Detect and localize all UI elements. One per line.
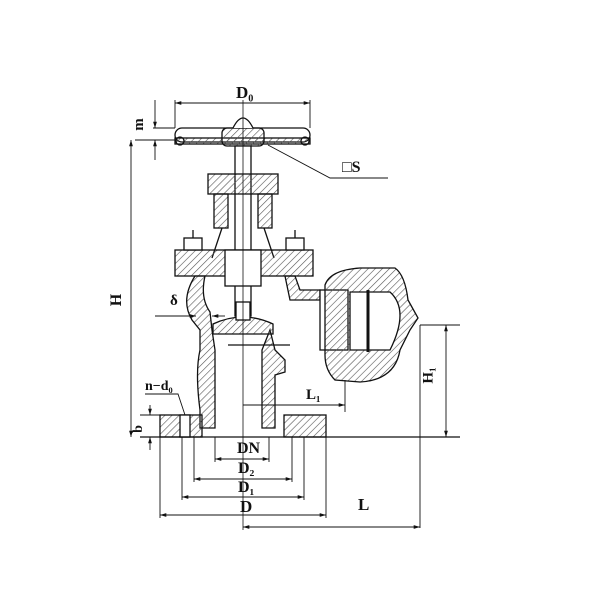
label-d2: D₂ — [238, 460, 255, 477]
label-d: D — [240, 497, 253, 516]
label-delta: δ — [170, 293, 178, 309]
hose-coupling — [319, 267, 419, 383]
label-h: H — [108, 293, 126, 307]
label-h1: H₁ — [420, 367, 437, 384]
label-s: □S — [342, 159, 361, 176]
label-d1: D₁ — [238, 479, 255, 496]
label-m: m — [130, 118, 147, 131]
bottom-flange — [140, 414, 460, 438]
label-n-d0: n−d₀ — [145, 379, 173, 394]
handwheel — [174, 117, 311, 147]
label-l: L — [358, 495, 370, 514]
label-b: b — [130, 425, 146, 433]
label-dn: DN — [237, 440, 261, 457]
dimension-lines — [129, 100, 460, 529]
valve-body-group — [140, 117, 460, 438]
label-d0: D₀ — [236, 83, 254, 102]
label-l1: L₁ — [306, 387, 321, 403]
